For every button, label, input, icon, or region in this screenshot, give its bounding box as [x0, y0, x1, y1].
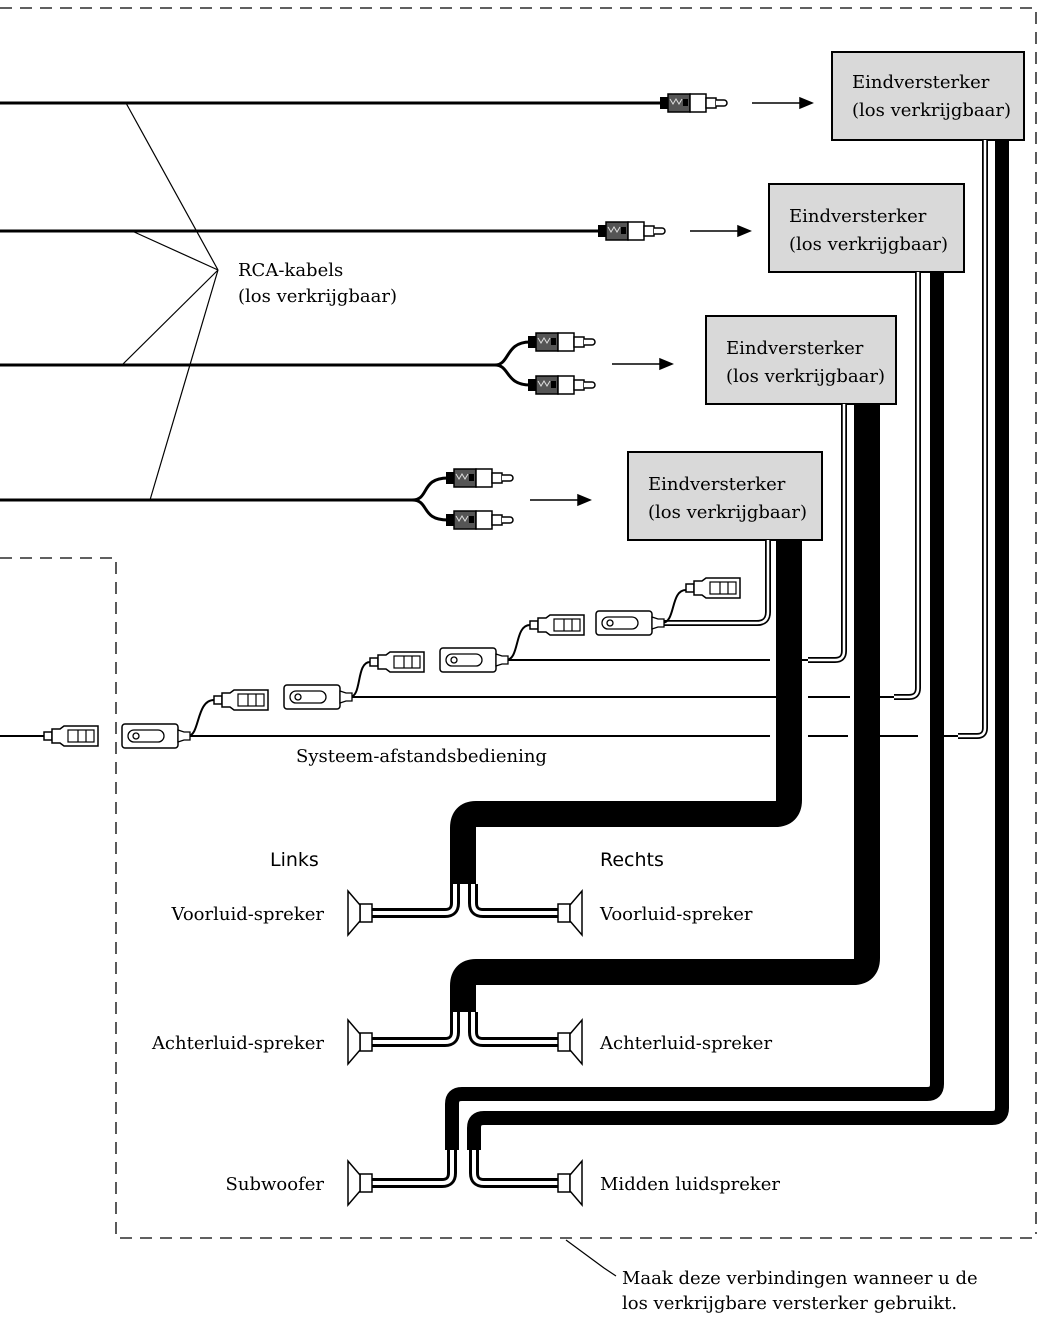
remote-label: Systeem-afstandsbediening: [296, 746, 547, 767]
svg-text:Eindversterker: Eindversterker: [648, 474, 786, 495]
svg-text:(los verkrijgbaar): (los verkrijgbaar): [726, 366, 885, 387]
connector-female: [595, 610, 665, 636]
connector-male: [369, 651, 425, 673]
connector-female: [121, 723, 191, 749]
remote-wires: [650, 140, 988, 739]
connector-male: [685, 577, 741, 599]
svg-text:Eindversterker: Eindversterker: [726, 338, 864, 359]
connector-male: [529, 614, 585, 636]
label-rear-left: Achterluid-spreker: [151, 1033, 324, 1054]
speaker-rear-right: [557, 1019, 583, 1065]
speaker-front-right: [557, 890, 583, 936]
note-leader: [565, 1239, 617, 1277]
label-front-left: Voorluid-spreker: [170, 904, 324, 925]
connector-female: [283, 684, 353, 710]
rca-label-sub: (los verkrijgbaar): [238, 286, 397, 307]
svg-text:(los verkrijgbaar): (los verkrijgbaar): [852, 100, 1011, 121]
note-line1: Maak deze verbindingen wanneer u de: [622, 1268, 978, 1289]
speaker-cables: [445, 140, 1009, 1150]
label-front-right: Voorluid-spreker: [599, 904, 753, 925]
label-left: Links: [270, 849, 319, 871]
arrows: [530, 96, 814, 507]
svg-text:(los verkrijgbaar): (los verkrijgbaar): [648, 502, 807, 523]
rca-plug: [659, 93, 728, 113]
speaker-front-left: [347, 890, 373, 936]
rca-plug: [445, 510, 514, 530]
note-line2: los verkrijgbare versterker gebruikt.: [622, 1293, 957, 1314]
label-mid: Midden luidspreker: [600, 1174, 780, 1195]
amplifier: Eindversterker (los verkrijgbaar): [627, 451, 823, 541]
rca-plug: [527, 332, 596, 352]
svg-text:(los verkrijgbaar): (los verkrijgbaar): [789, 234, 948, 255]
amplifier: Eindversterker (los verkrijgbaar): [831, 51, 1025, 141]
label-subwoofer: Subwoofer: [226, 1174, 325, 1195]
svg-text:Eindversterker: Eindversterker: [852, 72, 990, 93]
rca-plug: [597, 221, 666, 241]
svg-text:Eindversterker: Eindversterker: [789, 206, 927, 227]
connector-male: [43, 725, 99, 747]
label-right: Rechts: [600, 849, 664, 871]
rca-label: RCA-kabels: [238, 260, 343, 281]
frame-outer: [0, 7, 1037, 1234]
rca-leader-lines: [121, 102, 219, 501]
connector-male: [213, 689, 269, 711]
speaker-mid: [557, 1160, 583, 1206]
label-rear-right: Achterluid-spreker: [599, 1033, 772, 1054]
speaker-wires: [372, 884, 558, 1188]
rca-cables: [0, 101, 660, 522]
amplifier: Eindversterker (los verkrijgbaar): [768, 183, 965, 273]
rca-plug: [445, 468, 514, 488]
rca-plug: [527, 375, 596, 395]
speaker-subwoofer: [347, 1160, 373, 1206]
connector-female: [439, 647, 509, 673]
amplifier: Eindversterker (los verkrijgbaar): [705, 315, 897, 405]
speaker-rear-left: [347, 1019, 373, 1065]
